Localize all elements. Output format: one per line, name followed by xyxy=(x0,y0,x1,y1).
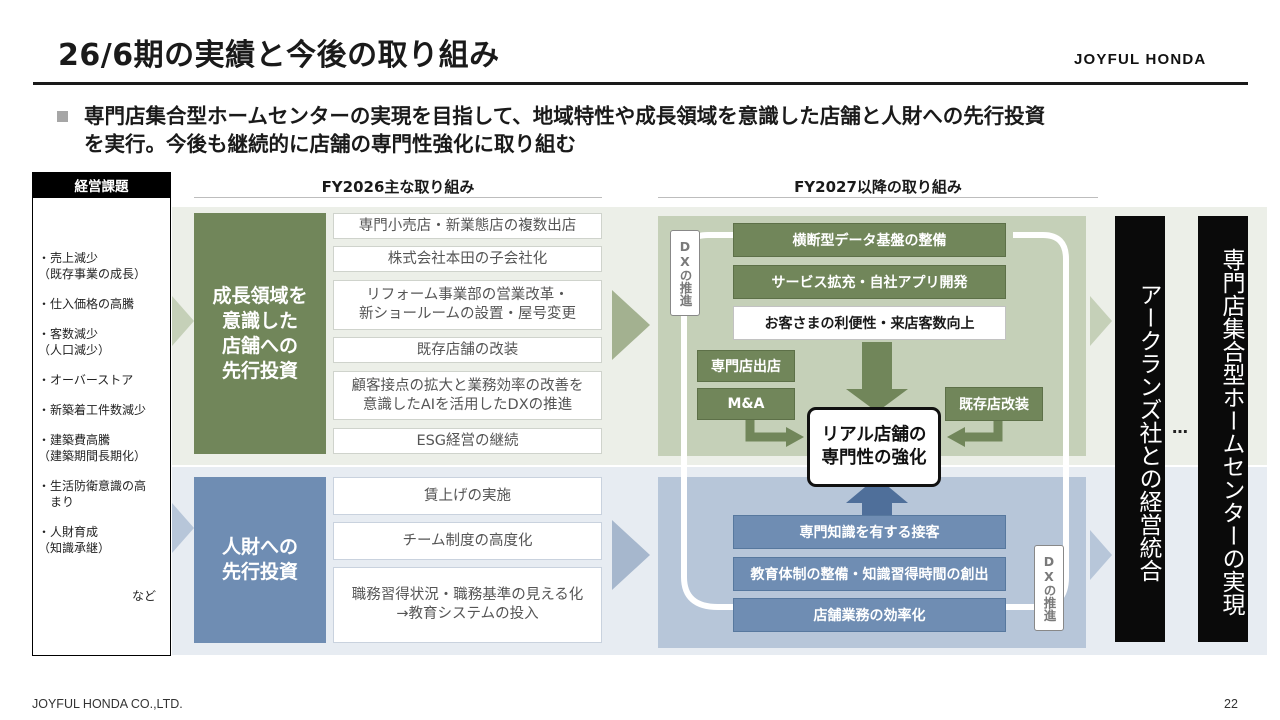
company-logo: JOYFUL HONDA xyxy=(1074,51,1207,68)
fy2026-heading: FY2026主な取り組み xyxy=(321,178,475,196)
down-arrow-icon xyxy=(846,342,908,412)
growth-item: リフォーム事業部の営業改革・ 新ショールームの設置・屋号変更 xyxy=(333,280,602,330)
specialty-homecenter-bar: 専門店集合型ホームセンターの実現 xyxy=(1198,216,1248,642)
issue-item: ・建築費高騰 （建築期間長期化） xyxy=(38,433,147,463)
data-platform-box: 横断型データ基盤の整備 xyxy=(733,223,1006,257)
ellipsis: … xyxy=(1172,418,1188,437)
dx-promotion-label: DXの推進 xyxy=(670,230,700,316)
growth-item: 既存店舗の改装 xyxy=(333,337,602,363)
renovation-box: 既存店改装 xyxy=(945,387,1043,421)
real-store-expertise-box: リアル店舗の 専門性の強化 xyxy=(807,407,941,487)
bullet-square-icon xyxy=(57,111,68,122)
issue-item: ・人財育成 （知識承継） xyxy=(38,525,111,555)
people-item: 賃上げの実施 xyxy=(333,477,602,515)
education-system-box: 教育体制の整備・知識習得時間の創出 xyxy=(733,557,1006,591)
ma-arrow-icon xyxy=(745,419,788,442)
footer-company: JOYFUL HONDA CO.,LTD. xyxy=(32,697,183,711)
expert-service-box: 専門知識を有する接客 xyxy=(733,515,1006,549)
dx-promotion-label: DXの推進 xyxy=(1034,545,1064,631)
issues-box xyxy=(32,198,171,656)
lead-line-1: 専門店集合型ホームセンターの実現を目指して、地域特性や成長領域を意識した店舗と人… xyxy=(84,104,1046,128)
issue-item: ・売上減少 （既存事業の成長） xyxy=(38,251,147,281)
chevron-right-icon xyxy=(1090,530,1112,580)
ma-box: M&A xyxy=(697,388,795,420)
issue-item: ・生活防衛意識の高 まり xyxy=(38,479,147,509)
renovation-arrow-icon xyxy=(963,419,1003,442)
title-divider xyxy=(33,82,1248,85)
issue-item: ・客数減少 （人口減少） xyxy=(38,327,111,357)
growth-item: 株式会社本田の子会社化 xyxy=(333,246,602,272)
issues-heading: 経営課題 xyxy=(32,172,171,198)
issue-item: ・仕入価格の高騰 xyxy=(38,297,135,311)
growth-item: ESG経営の継続 xyxy=(333,428,602,454)
issue-item: ・新築着工件数減少 xyxy=(38,403,147,417)
fy2026-heading-rule xyxy=(194,197,602,198)
customer-convenience-box: お客さまの利便性・来店客数向上 xyxy=(733,306,1006,340)
people-item: 職務習得状況・職務基準の見える化 →教育システムの投入 xyxy=(333,567,602,643)
growth-item: 顧客接点の拡大と業務効率の改善を 意識したAIを活用したDXの推進 xyxy=(333,371,602,420)
issues-etc: など xyxy=(132,589,157,603)
chevron-right-icon xyxy=(612,290,650,360)
lead-text: 専門店集合型ホームセンターの実現を目指して、地域特性や成長領域を意識した店舗と人… xyxy=(84,102,1234,158)
chevron-right-icon xyxy=(172,503,194,553)
issues-list: ・売上減少 （既存事業の成長） ・仕入価格の高騰 ・客数減少 （人口減少） ・オ… xyxy=(38,250,164,570)
people-item: チーム制度の高度化 xyxy=(333,522,602,560)
up-arrow-icon xyxy=(846,477,908,515)
growth-category-box: 成長領域を 意識した 店舗への 先行投資 xyxy=(194,213,326,454)
chevron-right-icon xyxy=(172,296,194,346)
fy2027-heading-rule xyxy=(658,197,1098,198)
chevron-right-icon xyxy=(1090,296,1112,346)
fy2027-heading: FY2027以降の取り組み xyxy=(794,178,962,196)
people-category-box: 人財への 先行投資 xyxy=(194,477,326,643)
arclands-integration-bar: アークランズ社との経営統合 xyxy=(1115,216,1165,642)
issue-item: ・オーバーストア xyxy=(38,373,134,387)
page-title: 26/6期の実績と今後の取り組み xyxy=(58,38,500,73)
growth-item: 専門小売店・新業態店の複数出店 xyxy=(333,213,602,239)
store-efficiency-box: 店舗業務の効率化 xyxy=(733,598,1006,632)
page-number: 22 xyxy=(1224,697,1238,711)
chevron-right-icon xyxy=(612,520,650,590)
lead-line-2: を実行。今後も継続的に店舗の専門性強化に取り組む xyxy=(84,132,576,156)
specialty-store-box: 専門店出店 xyxy=(697,350,795,382)
service-app-box: サービス拡充・自社アプリ開発 xyxy=(733,265,1006,299)
